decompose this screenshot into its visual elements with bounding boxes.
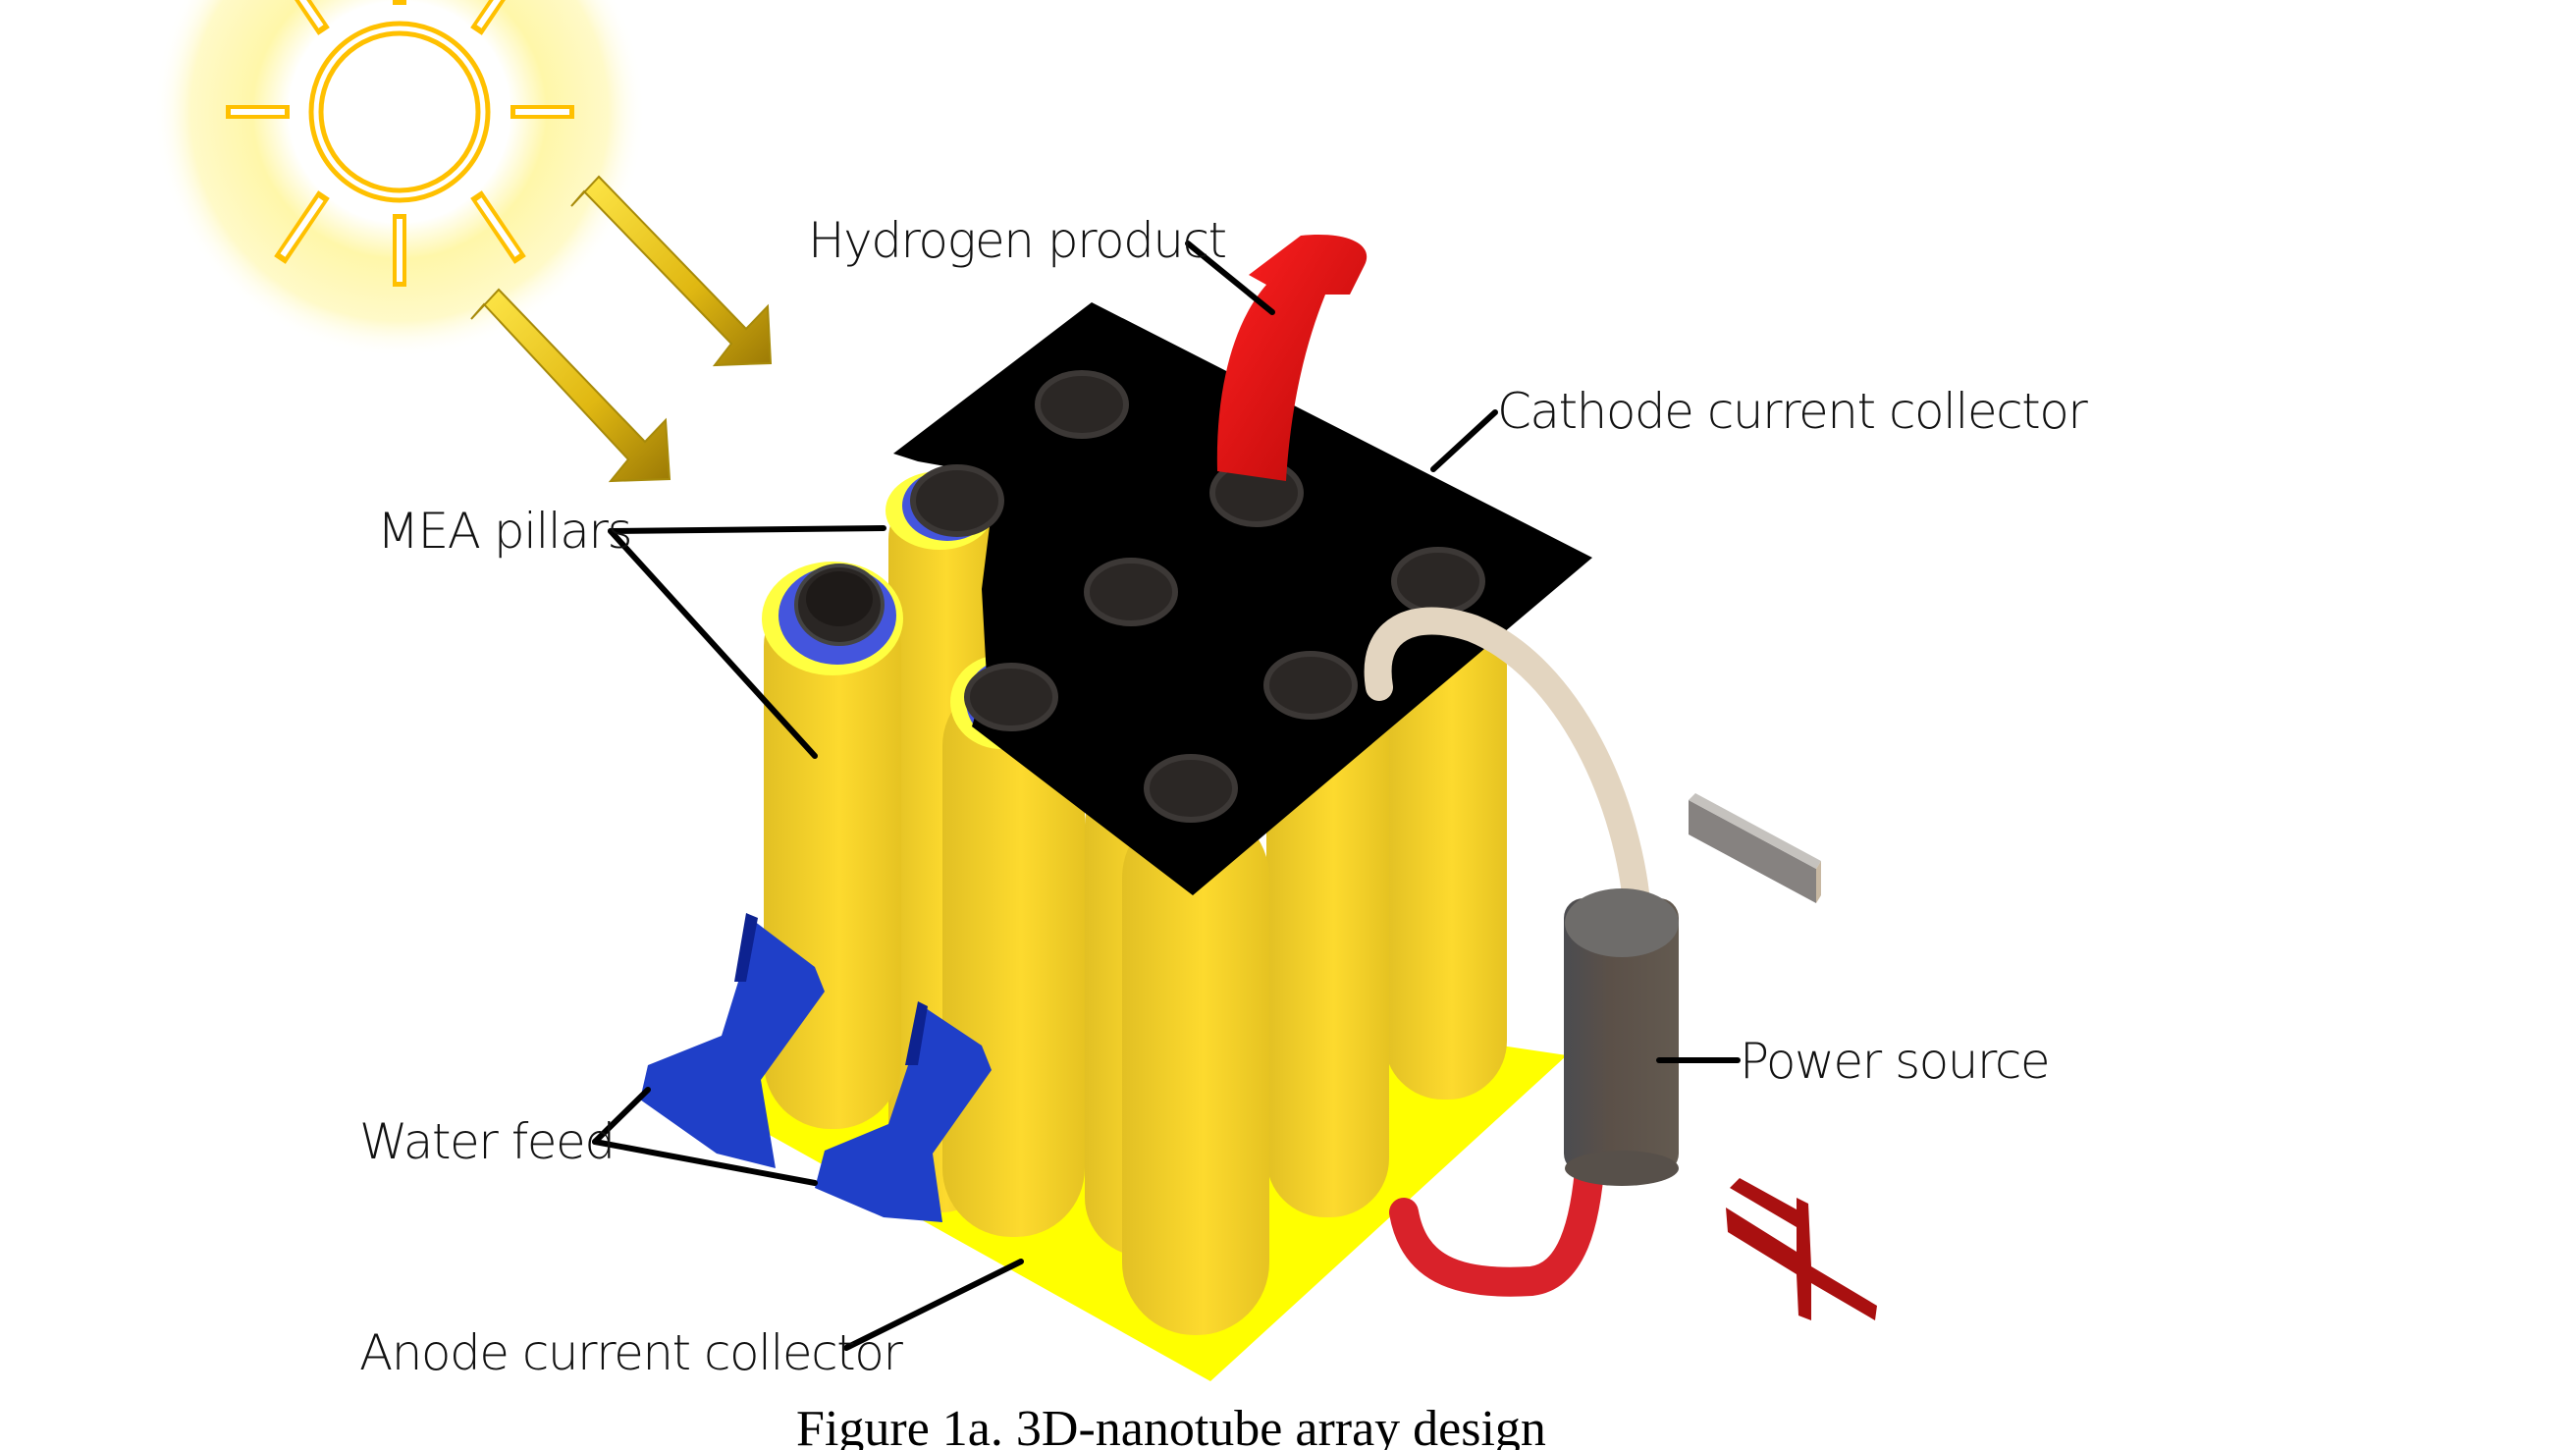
hydrogen-arrow-icon [1216,235,1368,481]
minus-sign-icon [1689,793,1821,903]
sunlight-arrow-icon [470,288,671,483]
leader-lines [592,241,1741,1351]
figure-caption: Figure 1a. 3D-nanotube array design [796,1401,1546,1450]
water-feed-arrow-icon [815,1001,992,1222]
sun-icon [154,0,645,357]
cathode-current-collector-label: Cathode current collector [1497,383,2088,440]
mea-pillar [1122,805,1269,1335]
water-feed-label: Water feed [359,1113,615,1170]
positive-wire [1389,1144,1605,1297]
anode-current-collector-label: Anode current collector [359,1324,903,1381]
mea-pillars-label: MEA pillars [377,503,631,560]
pillar-top-openings [910,370,1485,823]
negative-wire [1364,607,1651,927]
hydrogen-product-label: Hydrogen product [808,212,1226,269]
power-source-icon [1564,888,1679,1186]
plus-sign-icon [1726,1178,1877,1320]
cathode-current-collector-plate [893,302,1592,895]
power-source-label: Power source [1740,1033,2049,1090]
sunlight-arrow-icon [570,175,773,367]
water-feed-arrow-icon [640,913,825,1168]
